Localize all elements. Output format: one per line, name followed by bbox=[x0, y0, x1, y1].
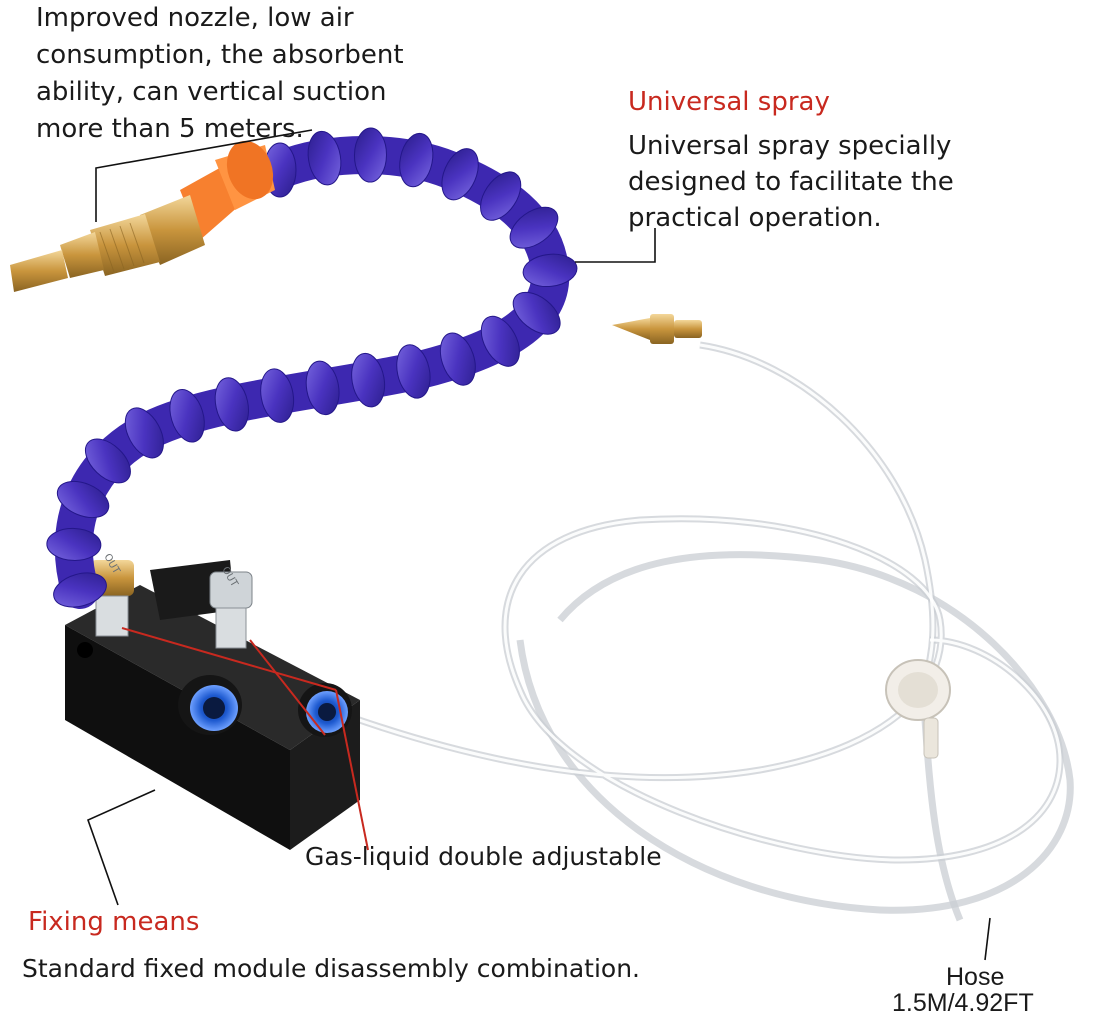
hose-segment bbox=[84, 438, 131, 484]
hose-segment bbox=[53, 572, 107, 608]
hose-segment bbox=[399, 132, 434, 188]
universal-spray-description: Universal spray specially designed to fa… bbox=[628, 131, 954, 233]
hose-size: 1.5M/4.92FT bbox=[892, 989, 1034, 1017]
hose-segment bbox=[512, 291, 561, 335]
brass-nozzle bbox=[10, 195, 205, 292]
universal-spray-title: Universal spray bbox=[628, 87, 830, 117]
hose-segment bbox=[56, 480, 110, 519]
hose-segment bbox=[307, 130, 342, 186]
flex-hose-segments bbox=[46, 127, 578, 608]
hose-segment bbox=[480, 171, 522, 221]
gas-liquid-leaders bbox=[121, 627, 369, 851]
hose-segment bbox=[480, 315, 520, 367]
gas-liquid-label: Gas-liquid double adjustable bbox=[305, 842, 662, 871]
hose-segment bbox=[522, 253, 578, 288]
fixing-means-description: Standard fixed module disassembly combin… bbox=[22, 954, 640, 983]
hose-segment bbox=[351, 352, 386, 408]
spray-leader bbox=[575, 228, 656, 263]
hose-segment bbox=[509, 206, 559, 249]
push-fittings bbox=[178, 675, 352, 737]
hose-segment bbox=[124, 407, 164, 459]
clear-hose bbox=[343, 341, 1074, 922]
fixing-leader bbox=[87, 789, 156, 906]
leader-lines bbox=[87, 129, 991, 961]
hose-segment bbox=[441, 148, 479, 201]
hose-segment bbox=[169, 388, 205, 443]
hose-title: Hose bbox=[946, 963, 1005, 991]
hose-segment bbox=[260, 368, 295, 423]
nozzle-description: Improved nozzle, low air consumption, th… bbox=[36, 3, 404, 144]
hose-segment bbox=[46, 527, 102, 561]
hose-segment bbox=[214, 377, 249, 432]
hose-segment bbox=[396, 344, 431, 399]
inline-filter bbox=[885, 659, 951, 759]
hose-segment bbox=[353, 127, 387, 183]
hose-segment bbox=[305, 360, 340, 416]
hose-spray-tip bbox=[612, 314, 702, 344]
clear-hose-inner bbox=[344, 343, 1062, 862]
nozzle-leader bbox=[95, 129, 313, 222]
hose-leader bbox=[984, 917, 991, 961]
hose-segment bbox=[439, 332, 476, 386]
fixing-means-title: Fixing means bbox=[28, 907, 200, 937]
